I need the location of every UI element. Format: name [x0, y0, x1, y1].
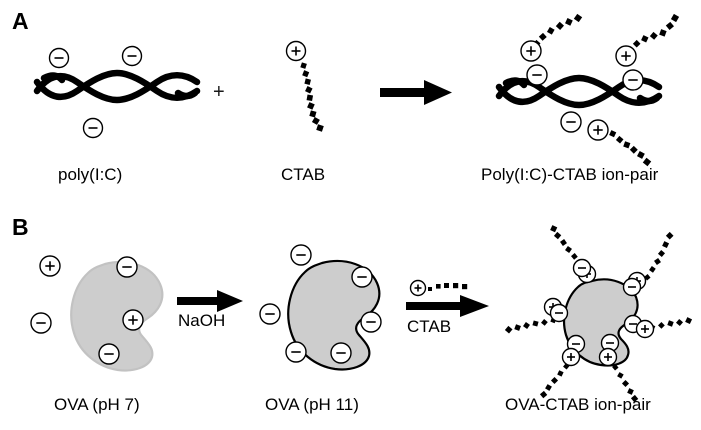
positive-charge-icon — [615, 45, 637, 67]
double-helix-icon — [33, 69, 201, 104]
ion-pair — [622, 231, 674, 297]
ion-pair — [504, 297, 569, 334]
right-arrow-icon — [177, 290, 243, 312]
label-polyic-ctab-ion-pair: Poly(I:C)-CTAB ion-pair — [481, 165, 659, 184]
dotted-tail-icon — [609, 130, 652, 167]
protein-blob-icon — [70, 260, 164, 372]
label-ova-ctab-ion-pair: OVA-CTAB ion-pair — [505, 395, 651, 414]
right-arrow-icon — [380, 80, 452, 105]
ion-pair — [560, 111, 652, 167]
positive-charge-icon — [598, 347, 618, 367]
negative-charge-icon — [290, 244, 312, 266]
dotted-tail-icon — [428, 283, 468, 291]
label-polyic: poly(I:C) — [58, 165, 123, 184]
ion-pair — [615, 13, 680, 91]
negative-charge-icon — [549, 303, 569, 323]
label-ctab: CTAB — [281, 165, 326, 184]
ion-pair — [623, 314, 693, 339]
negative-charge-icon — [285, 341, 307, 363]
negative-charge-icon — [622, 69, 644, 91]
dotted-tail-icon — [644, 231, 674, 281]
dotted-tail-icon — [300, 62, 324, 132]
positive-charge-icon — [409, 279, 427, 297]
reagent-label-naoh: NaOH — [178, 311, 226, 330]
negative-charge-icon — [116, 256, 138, 278]
negative-charge-icon — [82, 117, 104, 139]
reagent-label-ctab: CTAB — [407, 317, 452, 336]
right-arrow-icon — [406, 295, 489, 317]
label-ova-ph7: OVA (pH 7) — [54, 395, 140, 414]
negative-charge-icon — [30, 312, 52, 334]
positive-charge-icon — [122, 309, 144, 331]
ctab-molecule — [409, 279, 468, 297]
positive-charge-icon — [561, 347, 581, 367]
protein-blob-icon — [287, 259, 381, 371]
negative-charge-icon — [622, 277, 642, 297]
ctab-molecule — [285, 40, 324, 132]
negative-charge-icon — [560, 111, 582, 133]
dotted-tail-icon — [612, 364, 639, 403]
ion-pair — [550, 225, 597, 284]
ion-pair — [520, 13, 583, 86]
negative-charge-icon — [330, 342, 352, 364]
positive-charge-icon — [635, 319, 655, 339]
ion-pair — [598, 333, 639, 403]
label-ova-ph11: OVA (pH 11) — [265, 395, 359, 414]
negative-charge-icon — [572, 258, 592, 278]
positive-charge-icon — [587, 119, 609, 141]
positive-charge-icon — [285, 40, 307, 62]
panel-a-letter: A — [12, 8, 29, 34]
negative-charge-icon — [48, 47, 70, 69]
panel-b-letter: B — [12, 214, 29, 240]
negative-charge-icon — [259, 303, 281, 325]
negative-charge-icon — [360, 311, 382, 333]
ion-pair — [539, 334, 586, 399]
plus-join-symbol: + — [213, 81, 225, 103]
positive-charge-icon — [39, 255, 61, 277]
dotted-tail-icon — [539, 363, 570, 399]
positive-charge-icon — [520, 40, 542, 62]
negative-charge-icon — [600, 333, 620, 353]
negative-charge-icon — [526, 64, 548, 86]
dotted-tail-icon — [649, 317, 693, 331]
negative-charge-icon — [121, 45, 143, 67]
negative-charge-icon — [98, 343, 120, 365]
dotted-tail-icon — [504, 317, 557, 334]
negative-charge-icon — [351, 266, 373, 288]
